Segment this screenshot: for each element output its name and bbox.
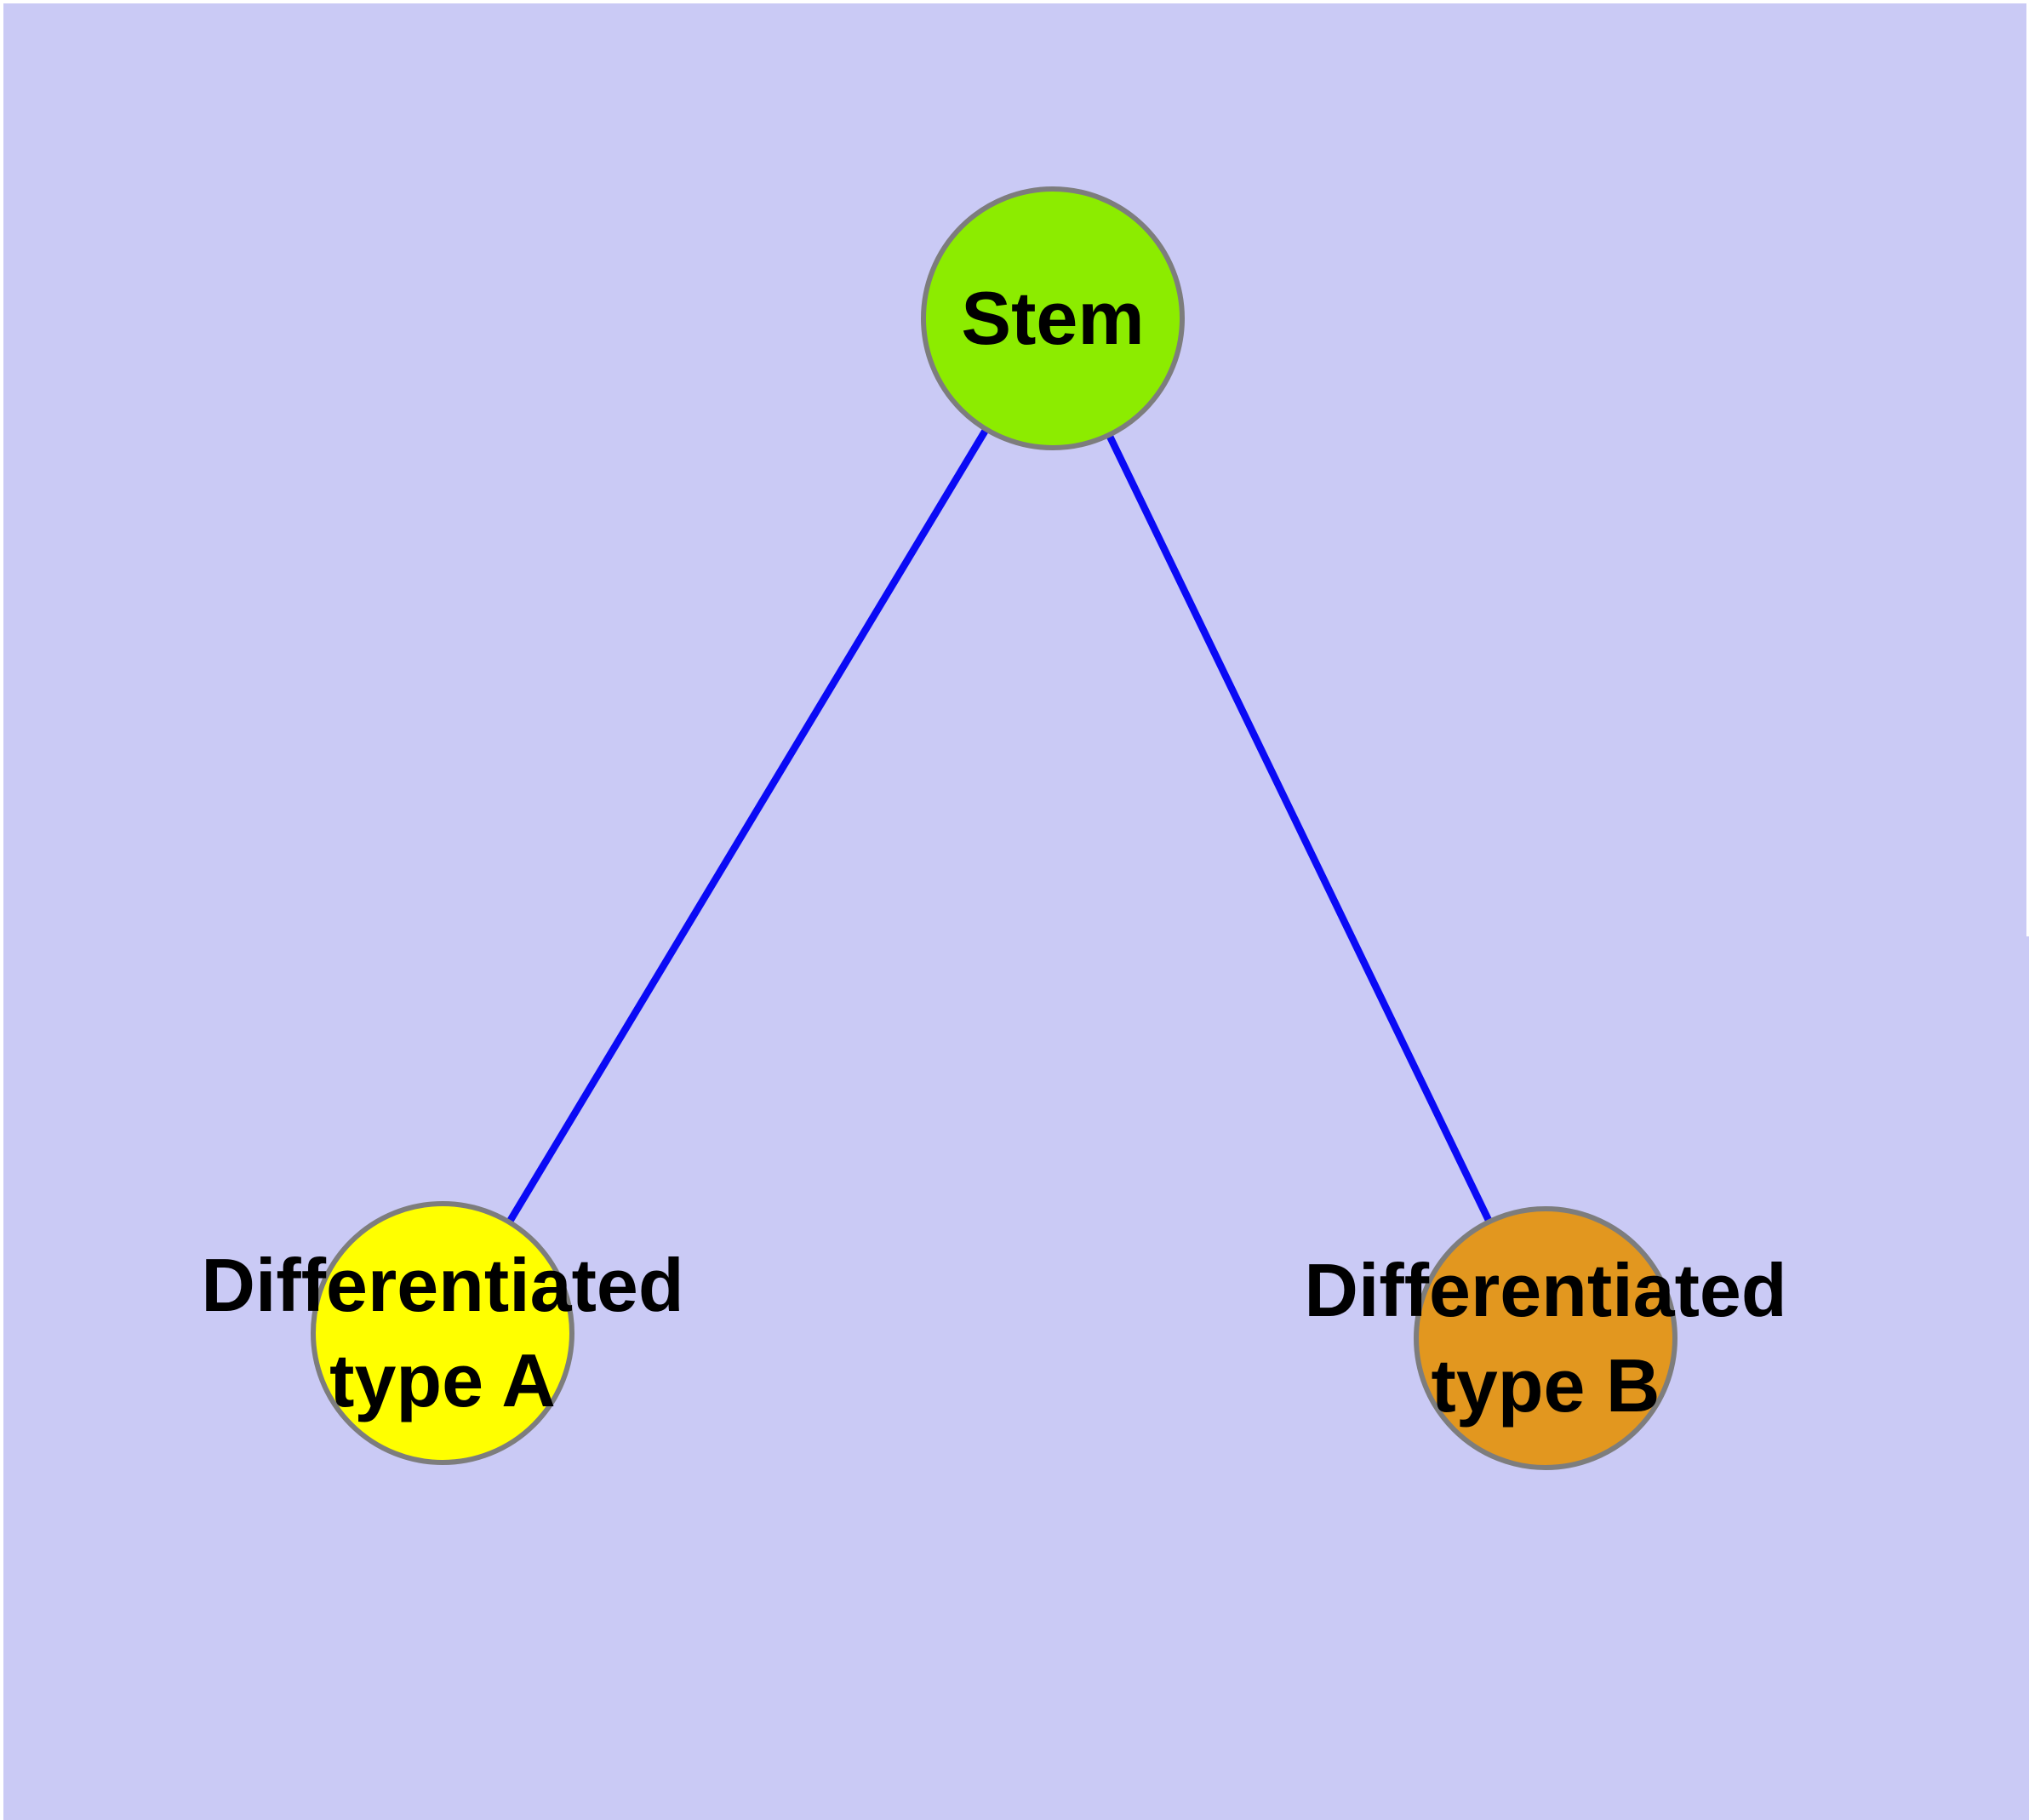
node-type-a-circle — [311, 1201, 574, 1465]
node-stem-circle — [921, 186, 1185, 450]
edge-stem-to-type-a — [439, 316, 1056, 1336]
node-type-a-label-line1: Differentiated — [201, 1243, 684, 1327]
node-type-b-label-line2: type B — [1431, 1343, 1660, 1428]
edge-stem-to-type-b — [1049, 317, 1549, 1340]
right-edge-artifact — [2026, 0, 2029, 936]
top-edge-artifact — [0, 0, 2029, 3]
node-type-b-label-line1: Differentiated — [1304, 1248, 1787, 1332]
left-edge-artifact — [0, 0, 3, 1820]
node-stem-label: Stem — [961, 276, 1145, 360]
node-type-a-label: Differentiated type A — [201, 1238, 683, 1428]
node-type-a-label-line2: type A — [329, 1338, 556, 1422]
node-type-b-circle — [1414, 1206, 1677, 1470]
node-type-b-label: Differentiated type B — [1304, 1243, 1786, 1434]
